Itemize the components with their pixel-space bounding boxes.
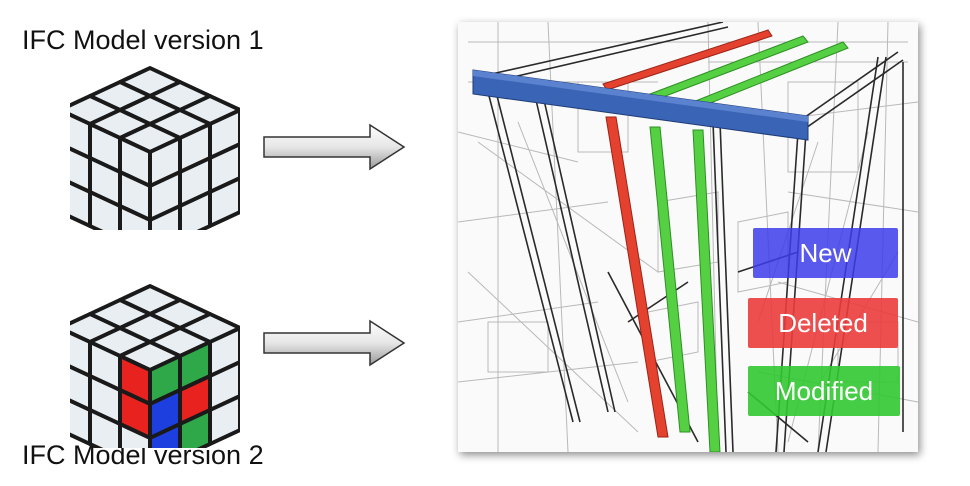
rubiks-cube-icon <box>70 60 240 230</box>
legend-modified: Modified <box>748 366 900 416</box>
rubiks-cube-changed-icon <box>70 278 240 448</box>
title-model-version-1: IFC Model version 1 <box>22 25 264 56</box>
legend-deleted: Deleted <box>748 298 898 348</box>
right-arrow-icon <box>262 318 407 368</box>
right-arrow-icon <box>262 122 407 172</box>
legend-new: New <box>753 228 898 278</box>
